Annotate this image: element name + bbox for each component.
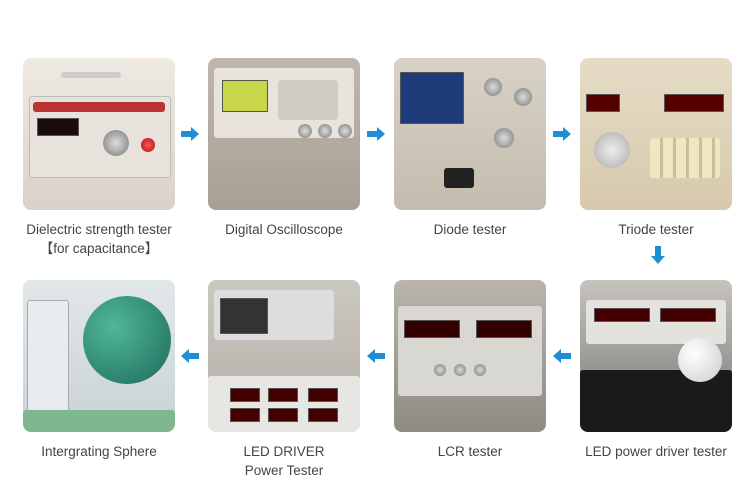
step-label-dielectric: Dielectric strength tester 【for capacitan…	[4, 220, 194, 258]
arrow-right-icon	[367, 127, 385, 141]
step-label-led-driver: LED DRIVER Power Tester	[189, 442, 379, 480]
label-line: Dielectric strength tester	[26, 222, 172, 237]
integrating-sphere-photo	[23, 280, 175, 432]
led-driver-power-tester-photo	[208, 280, 360, 432]
label-line: LED DRIVER	[243, 444, 325, 459]
led-power-driver-tester-photo	[580, 280, 732, 432]
step-label-sphere: Intergrating Sphere	[4, 442, 194, 461]
step-label-diode: Diode tester	[375, 220, 565, 239]
label-line: Digital Oscilloscope	[225, 222, 343, 237]
dielectric-strength-tester-photo	[23, 58, 175, 210]
arrow-right-icon	[553, 127, 571, 141]
arrow-left-icon	[367, 349, 385, 363]
step-label-lcr: LCR tester	[375, 442, 565, 461]
arrow-left-icon	[181, 349, 199, 363]
diode-tester-photo	[394, 58, 546, 210]
triode-tester-photo	[580, 58, 732, 210]
arrow-right-icon	[181, 127, 199, 141]
label-line: Diode tester	[433, 222, 507, 237]
label-line: Intergrating Sphere	[41, 444, 157, 459]
step-label-led-power-driver: LED power driver tester	[561, 442, 750, 461]
step-label-oscilloscope: Digital Oscilloscope	[189, 220, 379, 239]
arrow-left-icon	[553, 349, 571, 363]
lcr-tester-photo	[394, 280, 546, 432]
label-line: 【for capacitance】	[39, 241, 159, 256]
label-line: LCR tester	[437, 444, 503, 459]
label-line: Triode tester	[618, 222, 694, 237]
label-line: LED power driver tester	[585, 444, 727, 459]
digital-oscilloscope-photo	[208, 58, 360, 210]
arrow-down-icon	[651, 246, 665, 264]
label-line: Power Tester	[244, 463, 324, 478]
step-label-triode: Triode tester	[561, 220, 750, 239]
